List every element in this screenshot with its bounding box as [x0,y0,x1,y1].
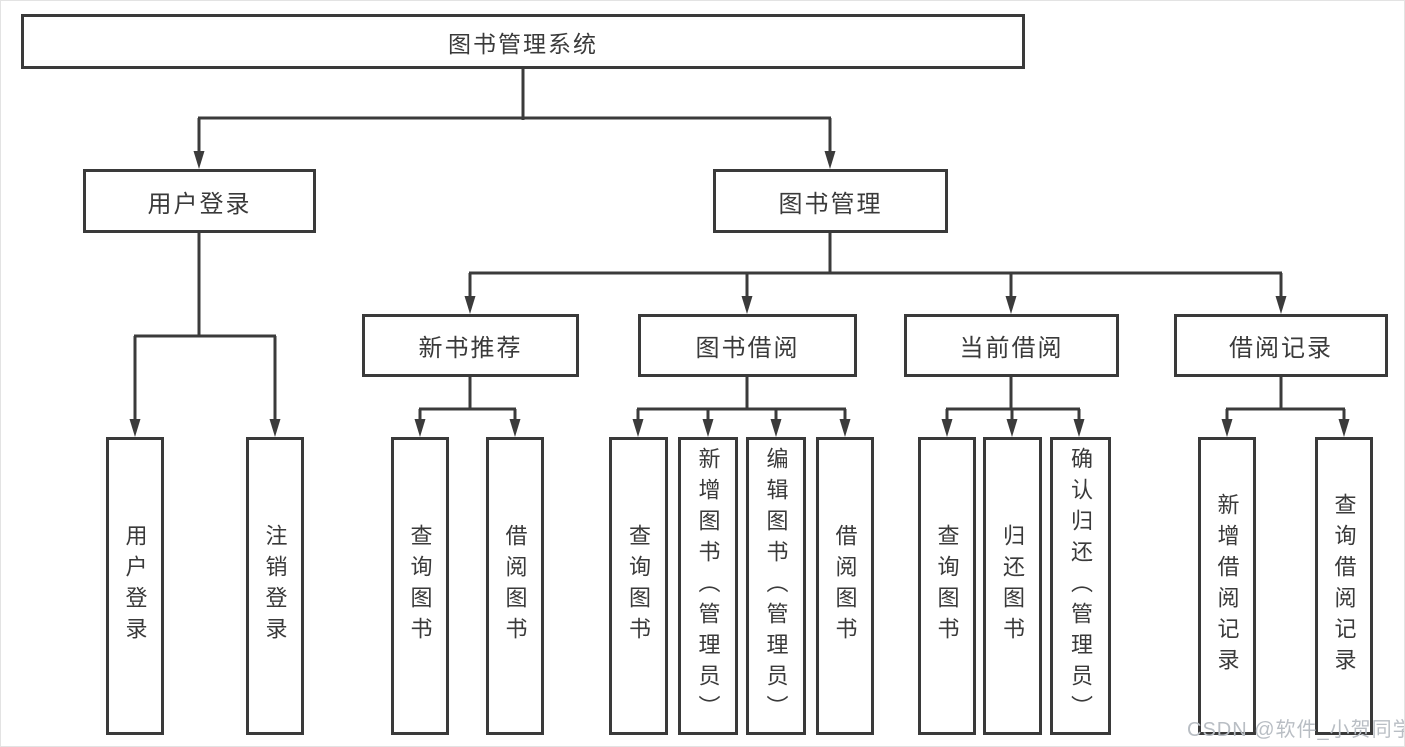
node-query-books-borrowing: 查询图书 [609,437,668,735]
node-user-login-leaf: 用户登录 [106,437,164,735]
node-borrowing-records: 借阅记录 [1174,314,1388,377]
node-current-borrowing: 当前借阅 [904,314,1119,377]
leaf-label: 查询图书 [407,524,433,648]
leaf-label: 编辑图书（管理员） [763,446,789,726]
node-edit-book-admin: 编辑图书（管理员） [746,437,806,735]
leaf-label: 查询图书 [934,524,960,648]
leaf-label: 归还图书 [1000,524,1026,648]
leaf-label: 新增图书（管理员） [695,446,721,726]
node-book-borrowing: 图书借阅 [638,314,857,377]
node-add-borrow-record: 新增借阅记录 [1198,437,1256,735]
node-user-login: 用户登录 [83,169,316,233]
node-new-book-recommendation: 新书推荐 [362,314,579,377]
node-return-books: 归还图书 [983,437,1042,735]
leaf-label: 确认归还（管理员） [1068,446,1094,726]
node-query-books-recommend: 查询图书 [391,437,449,735]
leaf-label: 借阅图书 [502,524,528,648]
node-borrow-books-recommend: 借阅图书 [486,437,544,735]
node-borrow-books-borrowing: 借阅图书 [816,437,874,735]
leaf-label: 注销登录 [262,524,288,648]
leaf-label: 查询借阅记录 [1331,493,1357,679]
node-book-management: 图书管理 [713,169,948,233]
leaf-label: 新增借阅记录 [1214,493,1240,679]
node-query-books-current: 查询图书 [918,437,976,735]
node-confirm-return-admin: 确认归还（管理员） [1050,437,1111,735]
leaf-label: 借阅图书 [832,524,858,648]
leaf-label: 查询图书 [626,524,652,648]
node-add-book-admin: 新增图书（管理员） [678,437,738,735]
node-library-management-system: 图书管理系统 [21,14,1025,69]
leaf-label: 用户登录 [122,524,148,648]
node-query-borrow-record: 查询借阅记录 [1315,437,1373,735]
node-logout-login: 注销登录 [246,437,304,735]
csdn-watermark: CSDN @软件_小贺同学 [1187,719,1405,741]
